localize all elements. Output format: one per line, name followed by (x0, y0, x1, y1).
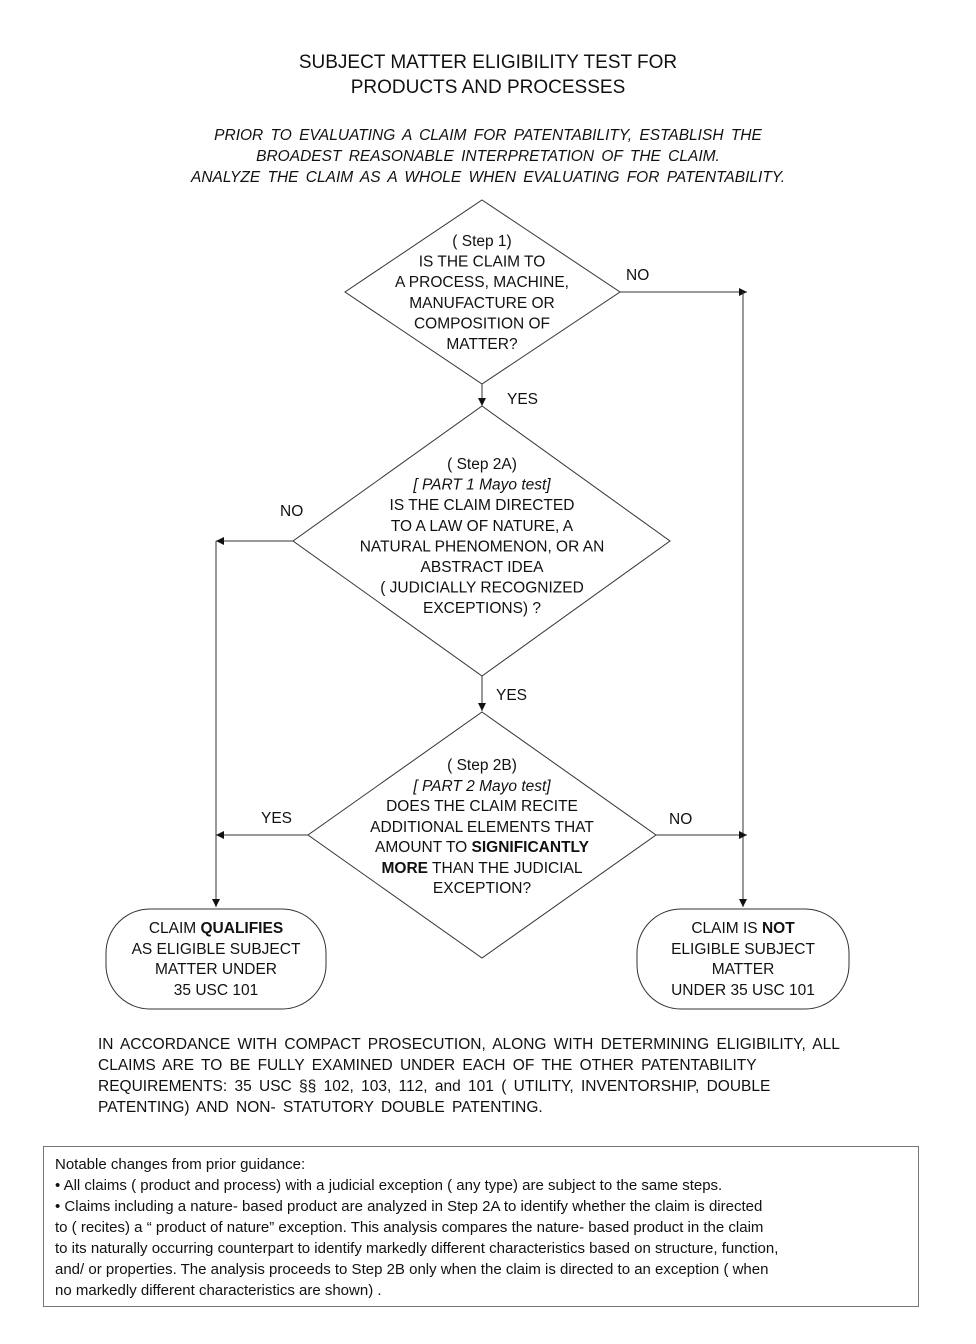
outcome-not-eligible-line-2: ELIGIBLE SUBJECT (671, 941, 815, 958)
outcome-eligible-line-3: MATTER UNDER (155, 961, 277, 978)
outcome-eligible-line-4: 35 USC 101 (174, 982, 258, 999)
page-title-line-2: PRODUCTS AND PROCESSES (350, 77, 626, 98)
notes-line-3: • Claims including a nature- based produ… (55, 1198, 763, 1215)
notes-line-5: to its naturally occurring counterpart t… (55, 1240, 779, 1257)
step1-line-5: COMPOSITION OF (414, 315, 550, 332)
step2b-line-4-bold: MORE (382, 860, 429, 877)
outcome-eligible-terminal (105, 908, 327, 1010)
step2b-line-5: EXCEPTION? (433, 880, 532, 897)
step2a-yes-label: YES (496, 687, 527, 704)
outcome-not-eligible-text: CLAIM IS NOT ELIGIBLE SUBJECT MATTER UND… (671, 920, 815, 999)
step2a-line-1: ( Step 2A) (447, 456, 517, 473)
step2a-line-7: ( JUDICIALLY RECOGNIZED (380, 580, 584, 597)
step2b-line-2: ADDITIONAL ELEMENTS THAT (370, 819, 594, 836)
intro-line-2: BROADEST REASONABLE INTERPRETATION OF TH… (256, 148, 720, 165)
step2b-yes-label: YES (261, 810, 292, 827)
step2a-line-3: IS THE CLAIM DIRECTED (390, 497, 575, 514)
outcome-not-eligible-line-1: CLAIM IS NOT (691, 920, 795, 937)
step1-line-3: A PROCESS, MACHINE, (395, 274, 569, 291)
step2b-decision-diamond (307, 711, 657, 959)
outcome-not-eligible-line-3: MATTER (712, 961, 775, 978)
compact-prosecution-line-2: CLAIMS ARE TO BE FULLY EXAMINED UNDER EA… (98, 1057, 757, 1074)
step2a-no-label: NO (280, 503, 303, 520)
step2a-text: ( Step 2A) [ PART 1 Mayo test] IS THE CLAI… (360, 456, 605, 617)
step1-line-1: ( Step 1) (452, 233, 511, 250)
outcome-not-eligible-terminal (636, 908, 850, 1010)
step1-decision-diamond (344, 199, 621, 385)
step2a-line-8: EXCEPTIONS) ? (423, 600, 541, 617)
step2b-line-4: MORE THAN THE JUDICIAL (382, 860, 583, 877)
outcome-eligible-line-1-pre: CLAIM (149, 920, 201, 937)
step1-text: ( Step 1) IS THE CLAIM TO A PROCESS, MACHI… (395, 233, 569, 353)
outcome-not-eligible-line-4: UNDER 35 USC 101 (671, 982, 815, 999)
intro-line-3: ANALYZE THE CLAIM AS A WHOLE WHEN EVALUA… (190, 169, 786, 186)
step2b-line-3: AMOUNT TO SIGNIFICANTLY (375, 839, 590, 856)
notes-line-2: • All claims ( product and process) with… (55, 1177, 723, 1194)
step2a-line-4: TO A LAW OF NATURE, A (391, 518, 574, 535)
step2b-line-3-pre: AMOUNT TO (375, 839, 471, 856)
compact-prosecution-line-4: PATENTING) AND NON- STATUTORY DOUBLE PAT… (98, 1099, 543, 1116)
step2b-text: ( Step 2B) [ PART 2 Mayo test] DOES THE … (370, 757, 594, 897)
step2b-line-4-post: THAN THE JUDICIAL (428, 860, 583, 877)
step2a-line-5: NATURAL PHENOMENON, OR AN (360, 538, 605, 555)
intro-line-1: PRIOR TO EVALUATING A CLAIM FOR PATENTAB… (214, 127, 762, 144)
page-title-line-1: SUBJECT MATTER ELIGIBILITY TEST FOR (298, 52, 678, 73)
step1-line-6: MATTER? (446, 336, 518, 353)
step1-yes-label: YES (507, 391, 538, 408)
outcome-not-eligible-line-1-bold: NOT (762, 920, 795, 937)
step2b-no-label: NO (669, 811, 692, 828)
step2b-line-1: DOES THE CLAIM RECITE (386, 798, 578, 815)
step1-no-label: NO (626, 267, 649, 284)
step2a-line-6: ABSTRACT IDEA (421, 559, 545, 576)
notes-line-4: to ( recites) a “ product of nature” exc… (55, 1219, 764, 1236)
notable-changes-box: Notable changes from prior guidance: • A… (43, 1146, 919, 1307)
outcome-eligible-line-1-bold: QUALIFIES (201, 920, 284, 937)
compact-prosecution-line-3: REQUIREMENTS: 35 USC §§ 102, 103, 112, a… (98, 1078, 771, 1095)
step1-line-4: MANUFACTURE OR (409, 295, 555, 312)
step1-line-2: IS THE CLAIM TO (419, 254, 546, 271)
notes-line-6: and/ or properties. The analysis proceed… (55, 1261, 769, 1278)
outcome-eligible-line-1: CLAIM QUALIFIES (149, 920, 283, 937)
step2b-sublabel: [ PART 2 Mayo test] (412, 778, 551, 795)
notes-line-7: no markedly different characteristics ar… (55, 1282, 382, 1299)
step2b-line-3-bold: SIGNIFICANTLY (472, 839, 590, 856)
step2b-label: ( Step 2B) (447, 757, 517, 774)
outcome-not-eligible-line-1-pre: CLAIM IS (691, 920, 762, 937)
compact-prosecution-line-1: IN ACCORDANCE WITH COMPACT PROSECUTION, … (98, 1036, 840, 1053)
outcome-eligible-line-2: AS ELIGIBLE SUBJECT (132, 941, 301, 958)
step2a-line-2: [ PART 1 Mayo test] (412, 477, 551, 494)
notes-line-1: Notable changes from prior guidance: (55, 1156, 306, 1173)
outcome-eligible-text: CLAIM QUALIFIES AS ELIGIBLE SUBJECT MATT… (132, 920, 301, 999)
